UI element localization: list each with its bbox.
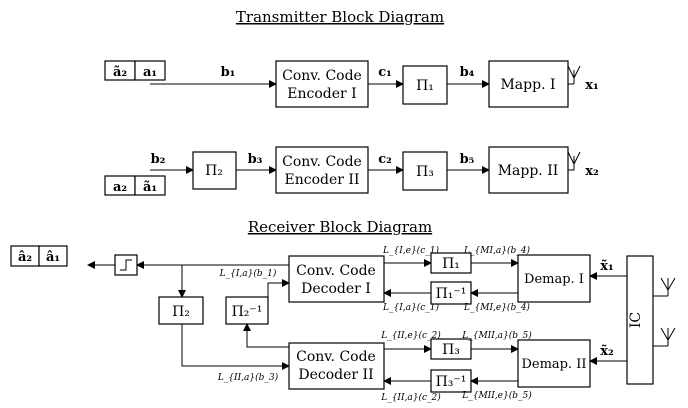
rx-l-ia-b1: L_{I,a}(b_1)	[219, 268, 277, 279]
rx-l-iie-c2: L_{II,e}(c_2)	[380, 330, 441, 341]
decoder-1-box	[288, 255, 385, 303]
rx-l-mie-b4: L_{MI,e}(b_4)	[463, 302, 530, 313]
tx2-source-a2-label: a₂	[113, 180, 127, 195]
rx-x1: x̃₁	[600, 259, 613, 274]
rx-l-miie-b5: L_{MII,e}(b_5)	[461, 390, 532, 401]
antenna-2-icon	[567, 151, 581, 171]
interference-canceller-box	[626, 255, 654, 385]
rx-antenna-1-icon	[653, 277, 676, 297]
decoder-2-box	[288, 342, 385, 390]
interleaver-1-box	[402, 65, 448, 105]
rx-l-mia-b4: L_{MI,a}(b_4)	[463, 245, 530, 256]
tx1-sig-b1: b₁	[221, 65, 236, 80]
rx-l-iia-b3: L_{II,a}(b_3)	[217, 372, 279, 383]
tx2-sig-b5: b₅	[460, 152, 475, 167]
interleaver-3-label: Π₃	[416, 164, 434, 180]
rx-arrow-pi2-to-dec2	[181, 324, 290, 370]
interleaver-2-label: Π₂	[205, 163, 223, 179]
rx-arrow-dec2-to-pi2inv	[243, 323, 289, 348]
decoder-1-line2: Decoder I	[301, 281, 371, 297]
antenna-1-icon	[567, 65, 581, 84]
mapper-2-label: Mapp. II	[498, 163, 559, 179]
rx-l-iia-c2: L_{II,a}(c_2)	[380, 392, 441, 403]
tx1-source-a2-label: ã₂	[113, 65, 127, 80]
tx1-out-x1: x₁	[585, 78, 598, 93]
decoder-1-line1: Conv. Code	[296, 263, 376, 279]
tx-row2: b₂ a₂ ã₁ Π₂ b₃ Conv. Code Encoder II c₂ …	[104, 146, 599, 196]
demapper-1-label: Demap. I	[524, 272, 584, 287]
rx-l-ia-c1: L_{I,a}(c_1)	[382, 302, 439, 313]
rx-arrow-pi2inv-to-dec1	[267, 279, 290, 297]
tx-row1: ã₂ a₁ b₁ Conv. Code Encoder I c₁ Π₁ b₄ M…	[104, 60, 599, 108]
rx-out-a1-label: â₁	[46, 250, 60, 265]
encoder-1-box	[275, 60, 369, 108]
receiver-title: Receiver Block Diagram	[248, 218, 432, 236]
rx-deinterleaver-2-box	[225, 296, 269, 325]
tx2-source-a1	[134, 175, 166, 196]
rx-interleaver-3-label: Π₃	[442, 342, 460, 358]
interference-canceller-label: IC	[628, 312, 644, 328]
tx2-sig-c2: c₂	[378, 152, 392, 167]
rx-deinterleaver-2-label: Π₂⁻¹	[232, 304, 263, 320]
decoder-2-line1: Conv. Code	[296, 349, 376, 365]
rx-l-miia-b5: L_{MII,a}(b_5)	[461, 330, 532, 341]
interleaver-1-label: Π₁	[416, 78, 434, 94]
rx-l-ie-c1: L_{I,e}(c_1)	[382, 245, 439, 256]
tx1-source-a1	[134, 60, 166, 81]
encoder-1-line2: Encoder I	[287, 86, 356, 102]
rx-interleaver-1-label: Π₁	[442, 256, 460, 272]
rx-x2: x̃₂	[600, 344, 613, 359]
rx-interleaver-2-label: Π₂	[172, 304, 190, 320]
decoder-2-line2: Decoder II	[298, 367, 373, 383]
rx-deinterleaver-3-label: Π₃⁻¹	[436, 374, 467, 390]
tx1-sig-c1: c₁	[378, 65, 392, 80]
mapper-1-box	[488, 60, 569, 108]
interleaver-3-box	[402, 151, 448, 191]
demapper-2-label: Demap. II	[521, 357, 586, 372]
tx1-source-a1-label: a₁	[143, 65, 157, 80]
tx2-sig-b2: b₂	[151, 152, 166, 167]
encoder-1-line1: Conv. Code	[282, 68, 362, 84]
rx-antenna-2-icon	[653, 327, 676, 347]
rx-interleaver-2-box	[158, 296, 204, 325]
rx-out-a2-label: â₂	[18, 250, 32, 265]
tx2-out-x2: x₂	[585, 164, 598, 179]
transmitter-title: Transmitter Block Diagram	[236, 8, 444, 26]
encoder-2-line2: Encoder II	[285, 172, 360, 188]
tx1-sig-b4: b₄	[460, 65, 475, 80]
rx-deinterleaver-1-label: Π₁⁻¹	[436, 286, 467, 302]
mapper-1-label: Mapp. I	[500, 77, 555, 93]
encoder-2-line1: Conv. Code	[282, 154, 362, 170]
rx-out-a1	[38, 245, 68, 267]
hard-decision-icon	[120, 259, 132, 271]
tx2-sig-b3: b₃	[248, 152, 263, 167]
rx-diagram: â₂ â₁ L_{I,a}(b_1) Π₂ L_{II,a}(b_3) Π₂⁻¹…	[10, 245, 676, 403]
tx2-source-a1-label: ã₁	[143, 180, 157, 195]
